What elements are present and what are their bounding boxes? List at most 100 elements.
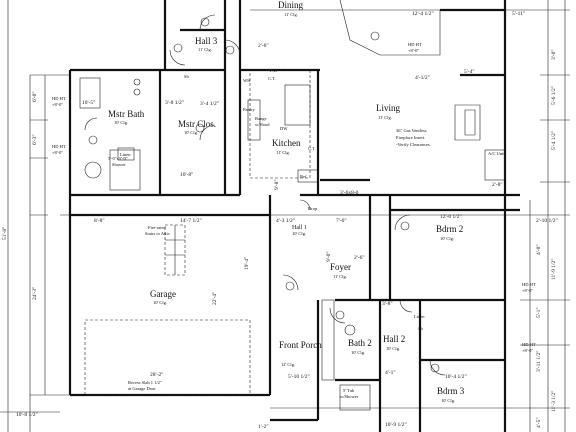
garage-door-outline <box>84 319 251 396</box>
note-hddim-3: +8'-0" <box>408 48 419 53</box>
fireplace-box <box>454 104 481 141</box>
clg-kitchen: 11' Clg. <box>276 150 290 155</box>
note-wh: WH <box>243 78 251 83</box>
dim-5-11: 5'-11" <box>512 11 525 17</box>
dim-28-2: 28'-2" <box>150 372 163 378</box>
dim-5-10: 5'-10 1/2" <box>288 374 310 380</box>
note-pantry: Pantry <box>243 107 255 112</box>
clg-garage: 10' Clg. <box>153 300 167 305</box>
clg-living: 11' Clg. <box>378 115 392 120</box>
tags <box>88 17 440 373</box>
label-kitchen: Kitchen <box>272 138 301 148</box>
dim-5-4: 5'-4" <box>464 69 475 75</box>
dim-5-6-right: 5'-6 1/2" <box>551 86 557 105</box>
note-fireplace-2: Fireplace Insert. <box>396 135 425 140</box>
dim-9-0: 9'-0" <box>326 251 332 262</box>
dim-10-9: 10'-9 1/2" <box>385 422 407 428</box>
note-drop: Drop <box>308 206 318 211</box>
dim-8-8: 8'-8" <box>94 218 105 224</box>
dim-22-4: 22'-4" <box>212 292 218 305</box>
clg-hall3: 11' Clg. <box>198 47 212 52</box>
note-hdht-3: HD HT <box>408 42 422 47</box>
note-stairs-2: Stairs to Attic <box>145 231 170 236</box>
note-hddim-4: +8'-0" <box>522 288 533 293</box>
note-hdht-4: HD HT <box>522 282 536 287</box>
note-pd: P/D <box>270 68 278 73</box>
dim-24-3-left: 24'-3" <box>32 287 38 300</box>
label-dining: Dining <box>278 0 304 10</box>
label-hall2: Hall 2 <box>383 334 405 344</box>
dim-7-0: 7'-0" <box>336 218 347 224</box>
clg-mstr-clos: 10' Clg. <box>184 130 198 135</box>
dim-2-6a: 2'-6" <box>258 43 269 49</box>
dim-3-8: 3'-8 1/2" <box>165 100 184 106</box>
dim-10-8b: 10'-8 1/2" <box>16 412 38 418</box>
note-ref: Ref. <box>300 174 308 179</box>
dim-11-3-right: 11'-3 1/2" <box>551 390 557 412</box>
dim-10-8: 10'-8" <box>180 172 193 178</box>
dim-4-1b: 4'-1" <box>385 370 396 376</box>
dim-10-4: 10'-4 1/2" <box>445 374 467 380</box>
clg-front-porch: 12' Clg. <box>281 362 295 367</box>
dim-62-4-text: 51'-8" <box>2 227 8 240</box>
label-foyer: Foyer <box>330 262 351 272</box>
label-living: Living <box>376 103 400 113</box>
dim-2-6b: 2'-6" <box>354 255 365 261</box>
note-shower-2: Shower <box>112 162 126 167</box>
dim-12-4: 12'-4 1/2" <box>412 11 434 17</box>
sink-1 <box>133 78 141 86</box>
dim-2-10: 2'-10 1/2" <box>536 218 558 224</box>
label-bdrm2: Bdrm 2 <box>436 224 463 234</box>
dim-62-4: 51'-8" <box>2 227 8 240</box>
clg-bdrm3: 10' Clg. <box>441 398 455 403</box>
clg-mstr-bath: 10' Clg. <box>114 120 128 125</box>
dim-4-3: 4'-3 1/2" <box>276 218 295 224</box>
note-hdht-1: HD HT <box>52 96 66 101</box>
note-tub-1: 5' Tub <box>343 388 355 393</box>
dim-2-8: 2'-8" <box>492 182 503 188</box>
ac-unit-box <box>484 149 506 181</box>
dim-12-0: 12'-0 1/2" <box>440 214 462 220</box>
clg-dining: 11' Clg. <box>284 12 298 17</box>
sink-2 <box>133 88 141 96</box>
clg-bdrm2: 10' Clg. <box>440 236 454 241</box>
note-range-2: w/Hood <box>255 122 270 127</box>
dim-14-7: 14'-7 1/2" <box>180 218 202 224</box>
dim-4-5-right: 4'-5" <box>536 417 542 428</box>
clg-bath2: 10' Clg. <box>351 350 365 355</box>
dim-3-4: 3'-4 1/2" <box>200 101 219 107</box>
label-front-porch: Front Porch <box>279 340 322 350</box>
label-mstr-bath: Mstr Bath <box>108 109 145 119</box>
dim-4-1: 4'-1/2" <box>415 75 430 81</box>
kitchen-island <box>284 84 311 126</box>
note-hddim-1: +8'-0" <box>52 102 63 107</box>
note-hddim-2: +8'-0" <box>52 150 63 155</box>
vanity-bath2 <box>321 299 335 381</box>
walls <box>68 0 520 432</box>
note-tub-2: w/Shower <box>340 394 359 399</box>
clg-hall1: 10' Clg. <box>292 231 306 236</box>
linen-mstr-box <box>117 147 135 161</box>
dim-10-5: 10'-5" <box>82 100 95 106</box>
note-hdht-2: HD HT <box>52 144 66 149</box>
note-hdht-5: HD HT <box>522 342 536 347</box>
dim-5-4-right: 5'-4 1/2" <box>551 131 557 150</box>
dim-3-0-right: 3'-0" <box>551 49 557 60</box>
dim-4-0-right: 4'-0" <box>536 244 542 255</box>
note-linen-hall2: Linen <box>414 314 425 319</box>
doors <box>84 14 446 376</box>
clg-foyer: 11' Clg. <box>333 274 347 279</box>
note-hddim-5: +8'-0" <box>522 348 533 353</box>
note-stairs-1: Fire-rated <box>148 225 166 230</box>
toilet-mstr <box>84 161 102 179</box>
label-garage: Garage <box>150 289 176 299</box>
note-recess-1: Recess Slab 1 1/2" <box>128 380 162 385</box>
note-linen-mstr: Linen <box>120 152 131 157</box>
note-shower-1: 3'-0"x5'-0" <box>108 156 128 161</box>
label-bath2: Bath 2 <box>348 338 372 348</box>
tub-bath2 <box>339 384 371 411</box>
vertical-dimension-labels: 51'-8" 6'-0" 6'-3" 24'-3" 22'-4" 19'-4" … <box>2 49 557 428</box>
note-ct-2: C.T. <box>308 146 316 151</box>
dim-19-4: 19'-4" <box>244 257 250 270</box>
dim-3-11-right: 3'-11 1/2" <box>536 350 542 372</box>
